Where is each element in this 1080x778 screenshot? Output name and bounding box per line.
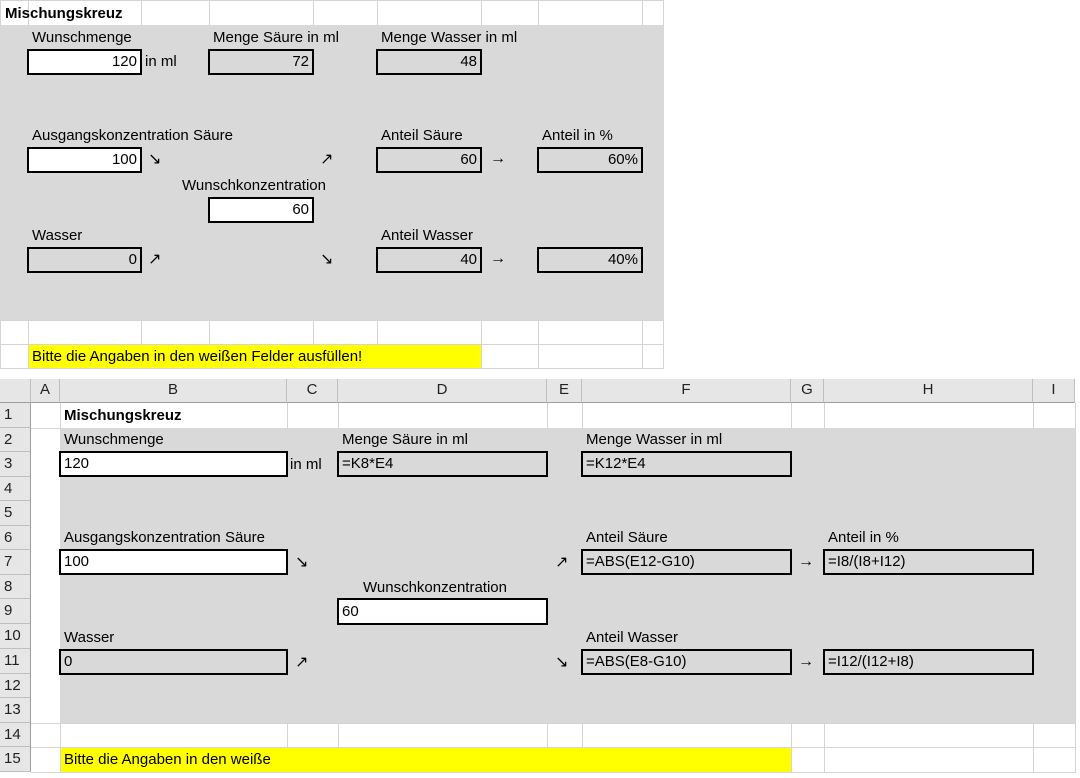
column-header-d[interactable]: D (338, 379, 547, 403)
wunschmenge-label: Wunschmenge (32, 29, 132, 46)
arrow-right-icon: → (798, 653, 814, 670)
anteil-wasser-label: Anteil Wasser (381, 227, 473, 244)
values-note-text: Bitte die Angaben in den weißen Felder a… (32, 348, 363, 365)
column-header-c[interactable]: C (287, 379, 338, 403)
column-header-b[interactable]: B (60, 379, 287, 403)
column-header-f[interactable]: F (582, 379, 791, 403)
ausgang-input[interactable]: 100 (27, 147, 142, 173)
row-header-8[interactable]: 8 (0, 575, 31, 599)
f-wasser-label: Wasser (64, 629, 115, 646)
f-wunschkonz-label: Wunschkonzentration (363, 579, 507, 596)
column-header-a[interactable]: A (31, 379, 60, 403)
arrow-up-right-icon: ↗ (148, 251, 162, 268)
arrow-right-icon: → (798, 553, 814, 570)
menge-wasser-output: 48 (376, 49, 482, 75)
menge-saeure-label: Menge Säure in ml (213, 29, 339, 46)
arrow-down-right-icon: ↘ (320, 251, 334, 268)
f-menge-wasser-label: Menge Wasser in ml (586, 431, 723, 448)
row-header-11[interactable]: 11 (0, 649, 31, 674)
row-header-14[interactable]: 14 (0, 723, 31, 747)
f-wasser-input[interactable]: 0 (59, 649, 288, 675)
f-ausgang-input[interactable]: 100 (59, 549, 288, 575)
row-header-15[interactable]: 15 (0, 747, 31, 772)
f-anteil-wasser-label: Anteil Wasser (586, 629, 678, 646)
arrow-down-right-icon: ↘ (555, 654, 569, 671)
row-header-10[interactable]: 10 (0, 624, 31, 649)
wunschkonz-label: Wunschkonzentration (182, 177, 326, 194)
f-anteil-pct-saeure-formula[interactable]: =I8/(I8+I12) (823, 549, 1034, 575)
wunschmenge-input[interactable]: 120 (27, 49, 142, 75)
f-wunschkonz-input[interactable]: 60 (337, 598, 548, 625)
anteil-wasser-output: 40 (376, 247, 482, 273)
row-header-1[interactable]: 1 (0, 403, 31, 428)
arrow-down-right-icon: ↘ (295, 554, 309, 571)
f-anteil-saeure-label: Anteil Säure (586, 529, 668, 546)
anteil-pct-label: Anteil in % (542, 127, 613, 144)
f-wunschmenge-input[interactable]: 120 (59, 451, 288, 477)
wasser-label: Wasser (32, 227, 83, 244)
column-header-i[interactable]: I (1033, 379, 1075, 403)
row-header-3[interactable]: 3 (0, 452, 31, 477)
column-header-g[interactable]: G (791, 379, 824, 403)
anteil-pct-saeure-output: 60% (537, 147, 643, 173)
arrow-right-icon: → (490, 250, 506, 267)
unit-ml-label: in ml (145, 53, 177, 70)
row-header-2[interactable]: 2 (0, 428, 31, 452)
menge-wasser-label: Menge Wasser in ml (381, 29, 518, 46)
values-note: Bitte die Angaben in den weißen Felder a… (29, 345, 481, 368)
arrow-up-right-icon: ↗ (320, 151, 334, 168)
values-title: Mischungskreuz (5, 5, 123, 22)
f-anteil-wasser-formula[interactable]: =ABS(E8-G10) (581, 649, 792, 675)
menge-saeure-output: 72 (208, 49, 314, 75)
formula-title: Mischungskreuz (64, 407, 182, 424)
f-ausgang-label: Ausgangskonzentration Säure (64, 529, 265, 546)
column-header-e[interactable]: E (547, 379, 582, 403)
anteil-saeure-label: Anteil Säure (381, 127, 463, 144)
f-menge-wasser-formula[interactable]: =K12*E4 (581, 451, 792, 477)
row-header-7[interactable]: 7 (0, 550, 31, 575)
wunschkonz-input[interactable]: 60 (208, 197, 314, 223)
anteil-saeure-output: 60 (376, 147, 482, 173)
row-header-5[interactable]: 5 (0, 501, 31, 526)
wasser-output: 0 (27, 247, 142, 273)
row-header-12[interactable]: 12 (0, 674, 31, 698)
arrow-right-icon: → (490, 150, 506, 167)
column-header-h[interactable]: H (824, 379, 1033, 403)
f-menge-saeure-label: Menge Säure in ml (342, 431, 468, 448)
f-anteil-saeure-formula[interactable]: =ABS(E12-G10) (581, 549, 792, 575)
arrow-down-right-icon: ↘ (148, 151, 162, 168)
row-header-6[interactable]: 6 (0, 526, 31, 550)
arrow-up-right-icon: ↗ (295, 654, 309, 671)
select-all-corner[interactable] (0, 379, 31, 403)
f-anteil-pct-label: Anteil in % (828, 529, 899, 546)
f-unit-ml-label: in ml (290, 456, 322, 473)
f-menge-saeure-formula[interactable]: =K8*E4 (337, 451, 548, 477)
row-header-9[interactable]: 9 (0, 599, 31, 624)
row-header-13[interactable]: 13 (0, 698, 31, 723)
anteil-pct-wasser-output: 40% (537, 247, 643, 273)
formula-note-text: Bitte die Angaben in den weiße (64, 751, 271, 768)
formula-note: Bitte die Angaben in den weiße (61, 748, 791, 772)
f-anteil-pct-wasser-formula[interactable]: =I12/(I12+I8) (823, 649, 1034, 675)
ausgang-label: Ausgangskonzentration Säure (32, 127, 233, 144)
arrow-up-right-icon: ↗ (555, 554, 569, 571)
f-wunschmenge-label: Wunschmenge (64, 431, 164, 448)
row-header-4[interactable]: 4 (0, 477, 31, 501)
